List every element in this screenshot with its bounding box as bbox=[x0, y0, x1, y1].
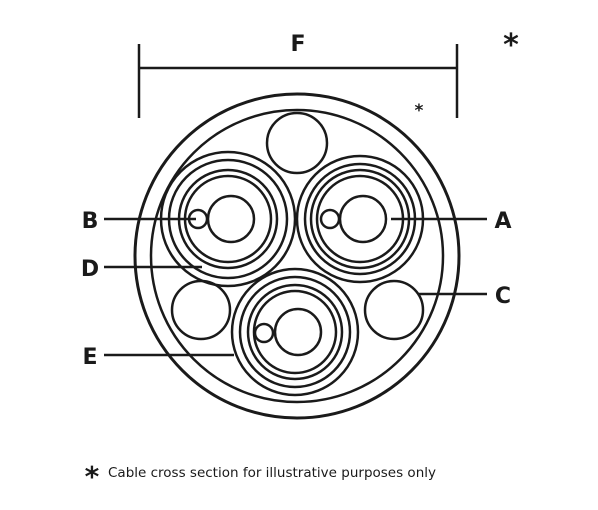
label-a: A bbox=[494, 209, 511, 234]
filler-top bbox=[265, 111, 329, 175]
footnote-asterisk: * bbox=[85, 460, 100, 493]
footnote-text: Cable cross section for illustrative pur… bbox=[108, 465, 436, 481]
label-c: C bbox=[495, 284, 511, 309]
label-b: B bbox=[82, 209, 99, 234]
filler-right bbox=[363, 279, 425, 341]
filler-left bbox=[170, 279, 232, 341]
asterisk-small: * bbox=[415, 101, 424, 121]
inner-sheath bbox=[149, 108, 445, 404]
dimension-bracket-f bbox=[137, 44, 459, 118]
outer-sheath bbox=[133, 92, 461, 420]
label-f: F bbox=[290, 32, 305, 57]
label-d: D bbox=[81, 257, 99, 282]
label-e: E bbox=[82, 345, 97, 370]
asterisk-large: * bbox=[503, 28, 519, 63]
element-bottom bbox=[230, 267, 360, 397]
